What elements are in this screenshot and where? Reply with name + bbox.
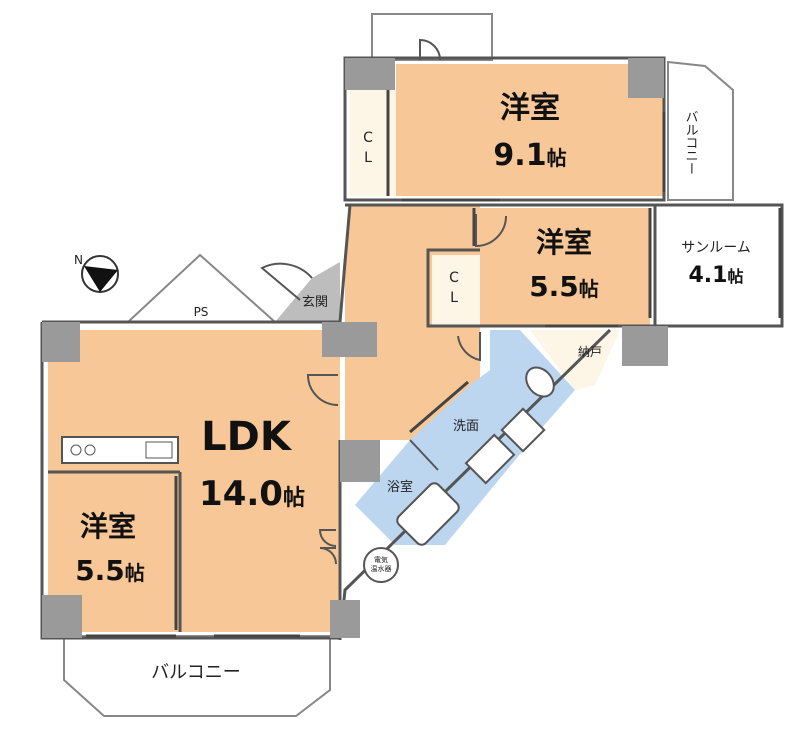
bedroom-top-name: 洋室 [500,91,560,126]
bedroom-top-size: 9.1帖 [493,138,566,173]
stove-burner-icon [70,444,82,456]
storage-label: 納戸 [578,345,602,359]
ldk-name: LDK [201,414,293,460]
washbasin-icon [464,433,516,485]
balcony-right-label: バルコニー [683,110,699,175]
entrance-fill [275,262,340,322]
storage-fill [530,330,620,390]
sunroom-size: 4.1帖 [689,263,744,288]
windows [86,90,782,638]
bedroom-mid-size: 5.5帖 [529,270,599,303]
kitchen-sink-icon [145,441,173,459]
balcony-top [371,13,493,61]
bedroom-mid-fill [480,208,650,326]
bedroom-top-fill [396,64,664,196]
sunroom-name: サンルーム [681,240,751,256]
washroom-label: 洗面 [453,419,479,434]
bedroom-left-name: 洋室 [80,510,136,543]
sunroom-fill [655,208,780,326]
ldk-size: 14.0帖 [199,474,305,514]
bedroom-mid-name: 洋室 [536,226,592,259]
wet-area-fill [355,330,575,545]
closet-mid-fill [432,255,480,325]
doors [260,38,507,565]
bedroom-left-size: 5.5帖 [75,554,145,587]
kitchen-counter [61,436,179,464]
balcony-right [667,60,734,201]
compass-north-label: N [74,253,83,267]
ps-label: PS [194,305,209,319]
bathtub-icon [396,482,460,546]
bathroom-label: 浴室 [387,479,413,495]
stove-burner-icon [84,444,96,456]
wall-columns [42,58,668,638]
entrance-label: 玄関 [302,295,328,310]
washing-machine-icon [500,407,546,453]
north-arrow-icon [81,255,119,293]
water-heater-icon [363,547,399,583]
balcony-bottom-label: バルコニー [151,662,241,683]
toilet-icon [525,366,555,398]
ldk-fill [48,330,340,632]
